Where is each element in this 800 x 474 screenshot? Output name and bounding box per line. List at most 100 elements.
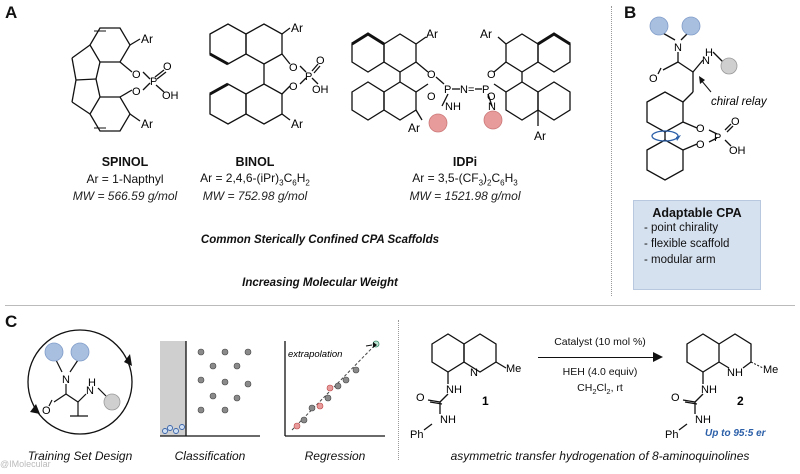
idpi-nh: NH: [445, 101, 461, 113]
spinol-ar-top: Ar: [141, 32, 153, 46]
panel-letter-a: A: [5, 3, 18, 22]
classification-plot: [160, 341, 260, 437]
sm-o: O: [416, 392, 425, 404]
spinol-structure: Ar Ar O O P O OH: [71, 27, 179, 132]
binol-structure: Ar Ar O O P O OH: [209, 22, 328, 131]
divider-ab: [611, 6, 612, 296]
idpi-red-circle-1: [428, 113, 448, 133]
condition-solvent: CH2Cl2, rt: [577, 382, 623, 397]
spinol-p: P: [150, 76, 157, 88]
training-h: H: [88, 377, 96, 389]
idpi-o-2: O: [427, 91, 436, 103]
idpi-structure: Ar Ar Ar Ar O O O O P N= P NH N: [351, 27, 571, 143]
reaction-arrowhead: [653, 352, 663, 362]
product-o: O: [671, 392, 680, 404]
label-regression: Regression: [304, 449, 366, 463]
sm-number: 1: [482, 394, 489, 408]
blue-circle-1: [649, 16, 669, 36]
scaffold-mw-binol: MW = 752.98 g/mol: [202, 189, 308, 203]
reaction-caption: asymmetric transfer hydrogenation of 8-a…: [450, 449, 750, 463]
cpa-item-point-chirality: - point chirality: [644, 222, 719, 234]
spinol-oh: OH: [162, 90, 179, 102]
scaffold-ar-idpi: Ar = 3,5-(CF3)2C6H3: [412, 171, 518, 188]
product-number: 2: [737, 394, 744, 408]
idpi-n-eq: N=: [460, 84, 474, 96]
caption-common-scaffolds: Common Sterically Confined CPA Scaffolds: [200, 234, 440, 246]
label-training-set-design: Training Set Design: [27, 449, 133, 463]
regression-plot: extrapolation: [284, 340, 385, 437]
divider-horizontal: [5, 305, 795, 306]
idpi-ar-1: Ar: [426, 27, 438, 41]
condition-catalyst: Catalyst (10 mol %): [554, 336, 646, 348]
cpa-item-modular-arm: - modular arm: [644, 254, 716, 266]
binol-ar-top: Ar: [291, 22, 303, 35]
adaptable-cpa-structure: N O H N chiral relay O O P O OH: [646, 16, 768, 181]
b-o-2: O: [696, 139, 705, 151]
panel-letter-c: C: [5, 312, 18, 331]
spinol-o-3: O: [163, 61, 172, 73]
reaction-arrow: [538, 357, 658, 358]
binol-o-2: O: [289, 81, 298, 93]
er-label: Up to 95:5 er: [705, 428, 766, 439]
spinol-ar-bottom: Ar: [141, 117, 153, 131]
idpi-red-circle-2: [483, 110, 503, 130]
training-o: O: [42, 405, 51, 417]
sm-n-ring: N: [470, 367, 478, 379]
label-classification: Classification: [174, 449, 246, 463]
binol-o-1: O: [289, 62, 298, 74]
b-p: P: [714, 132, 721, 144]
caption-increasing-mw: Increasing Molecular Weight: [242, 277, 398, 289]
binol-o-3: O: [316, 55, 325, 67]
training-blue-circle-1: [44, 342, 64, 362]
binol-ar-bottom: Ar: [291, 117, 303, 131]
scaffold-mw-spinol: MW = 566.59 g/mol: [72, 189, 178, 203]
sm-nh-2: NH: [440, 414, 456, 426]
b-n-2: N: [702, 55, 710, 67]
scaffold-mw-idpi: MW = 1521.98 g/mol: [409, 189, 521, 203]
idpi-ar-4: Ar: [534, 129, 546, 143]
divider-c-inner: [398, 320, 399, 460]
training-set-diagram: N O H N: [27, 329, 133, 435]
idpi-n: N: [488, 101, 496, 113]
product-2-structure: NH Me NH O NH Ph 2: [665, 333, 778, 441]
idpi-o-1: O: [427, 69, 436, 81]
idpi-ar-3: Ar: [408, 121, 420, 135]
product-ph: Ph: [665, 429, 678, 441]
adaptable-cpa-title: Adaptable CPA: [652, 206, 742, 220]
scaffold-ar-binol: Ar = 2,4,6-(iPr)3C6H2: [200, 171, 310, 188]
binol-p: P: [305, 71, 312, 83]
panel-letter-b: B: [624, 3, 637, 22]
scaffold-ar-spinol: Ar = 1-Napthyl: [86, 172, 164, 186]
adaptable-cpa-box: Adaptable CPA - point chirality - flexib…: [633, 200, 761, 290]
b-o-1: O: [696, 123, 705, 135]
product-nh-1: NH: [701, 384, 717, 396]
binol-oh: OH: [312, 84, 328, 96]
idpi-o-3: O: [487, 69, 496, 81]
b-n: N: [674, 42, 682, 54]
b-oh: OH: [729, 145, 746, 157]
idpi-p-2: P: [482, 84, 489, 96]
spinol-o-2: O: [132, 86, 141, 98]
training-n: N: [62, 374, 70, 386]
condition-heh: HEH (4.0 equiv): [562, 366, 638, 378]
product-me: Me: [763, 364, 778, 376]
b-o-3: O: [731, 116, 740, 128]
sm-me: Me: [506, 363, 521, 375]
training-blue-circle-2: [70, 342, 90, 362]
idpi-o-4: O: [487, 91, 496, 103]
sm-ph: Ph: [410, 429, 423, 441]
extrapolation-label: extrapolation: [288, 349, 342, 360]
scaffold-name-binol: BINOL: [235, 155, 275, 169]
training-grey-circle: [103, 393, 121, 411]
grey-circle: [720, 57, 738, 75]
scaffold-name-idpi: IDPi: [452, 155, 478, 169]
sm-nh-1: NH: [446, 384, 462, 396]
chiral-relay-label: chiral relay: [711, 96, 768, 108]
b-o: O: [649, 73, 658, 85]
cpa-item-flexible-scaffold: - flexible scaffold: [644, 238, 730, 250]
product-nh-ring: NH: [727, 367, 743, 379]
scaffold-name-spinol: SPINOL: [101, 155, 149, 169]
training-n-2: N: [86, 385, 94, 397]
watermark: @IMolecular: [0, 459, 51, 469]
idpi-p-1: P: [444, 84, 451, 96]
